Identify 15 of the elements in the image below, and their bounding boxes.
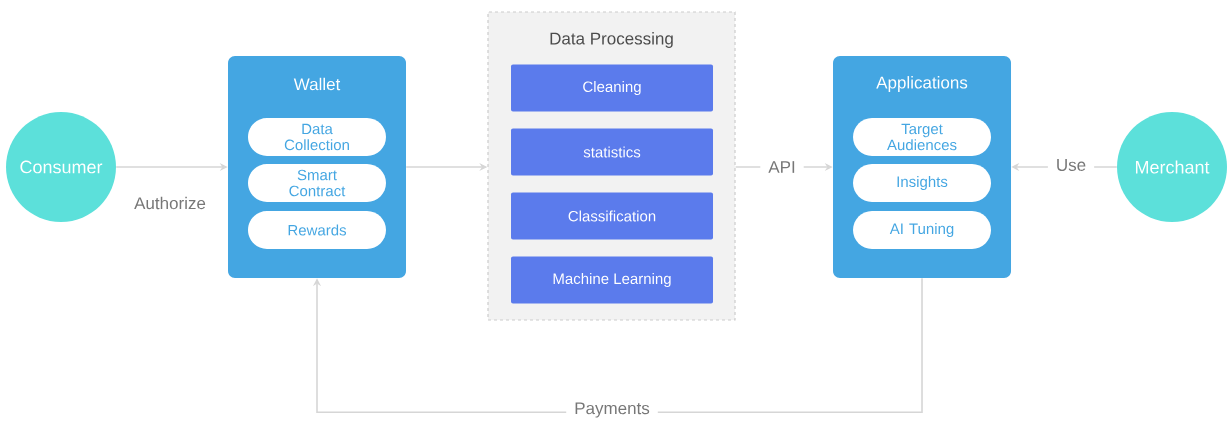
feature-pill: Smart Contract [248, 164, 386, 202]
feature-pill: Data Collection [248, 118, 386, 156]
process-step: Machine Learning [511, 256, 713, 304]
process-step: Classification [511, 192, 713, 240]
feature-pill: Target Audiences [853, 118, 991, 156]
edge-label: API [760, 157, 804, 177]
feature-pill: Rewards [248, 211, 386, 249]
feature-pill: Insights [853, 164, 991, 202]
arrow [312, 277, 923, 413]
edge-label: Payments [566, 398, 658, 422]
process-step: statistics [511, 128, 713, 176]
process-step: Cleaning [511, 64, 713, 112]
edge-label: Use [1047, 155, 1095, 175]
edge-label: Authorize [126, 192, 214, 214]
feature-pill: AI Tuning [853, 211, 991, 249]
